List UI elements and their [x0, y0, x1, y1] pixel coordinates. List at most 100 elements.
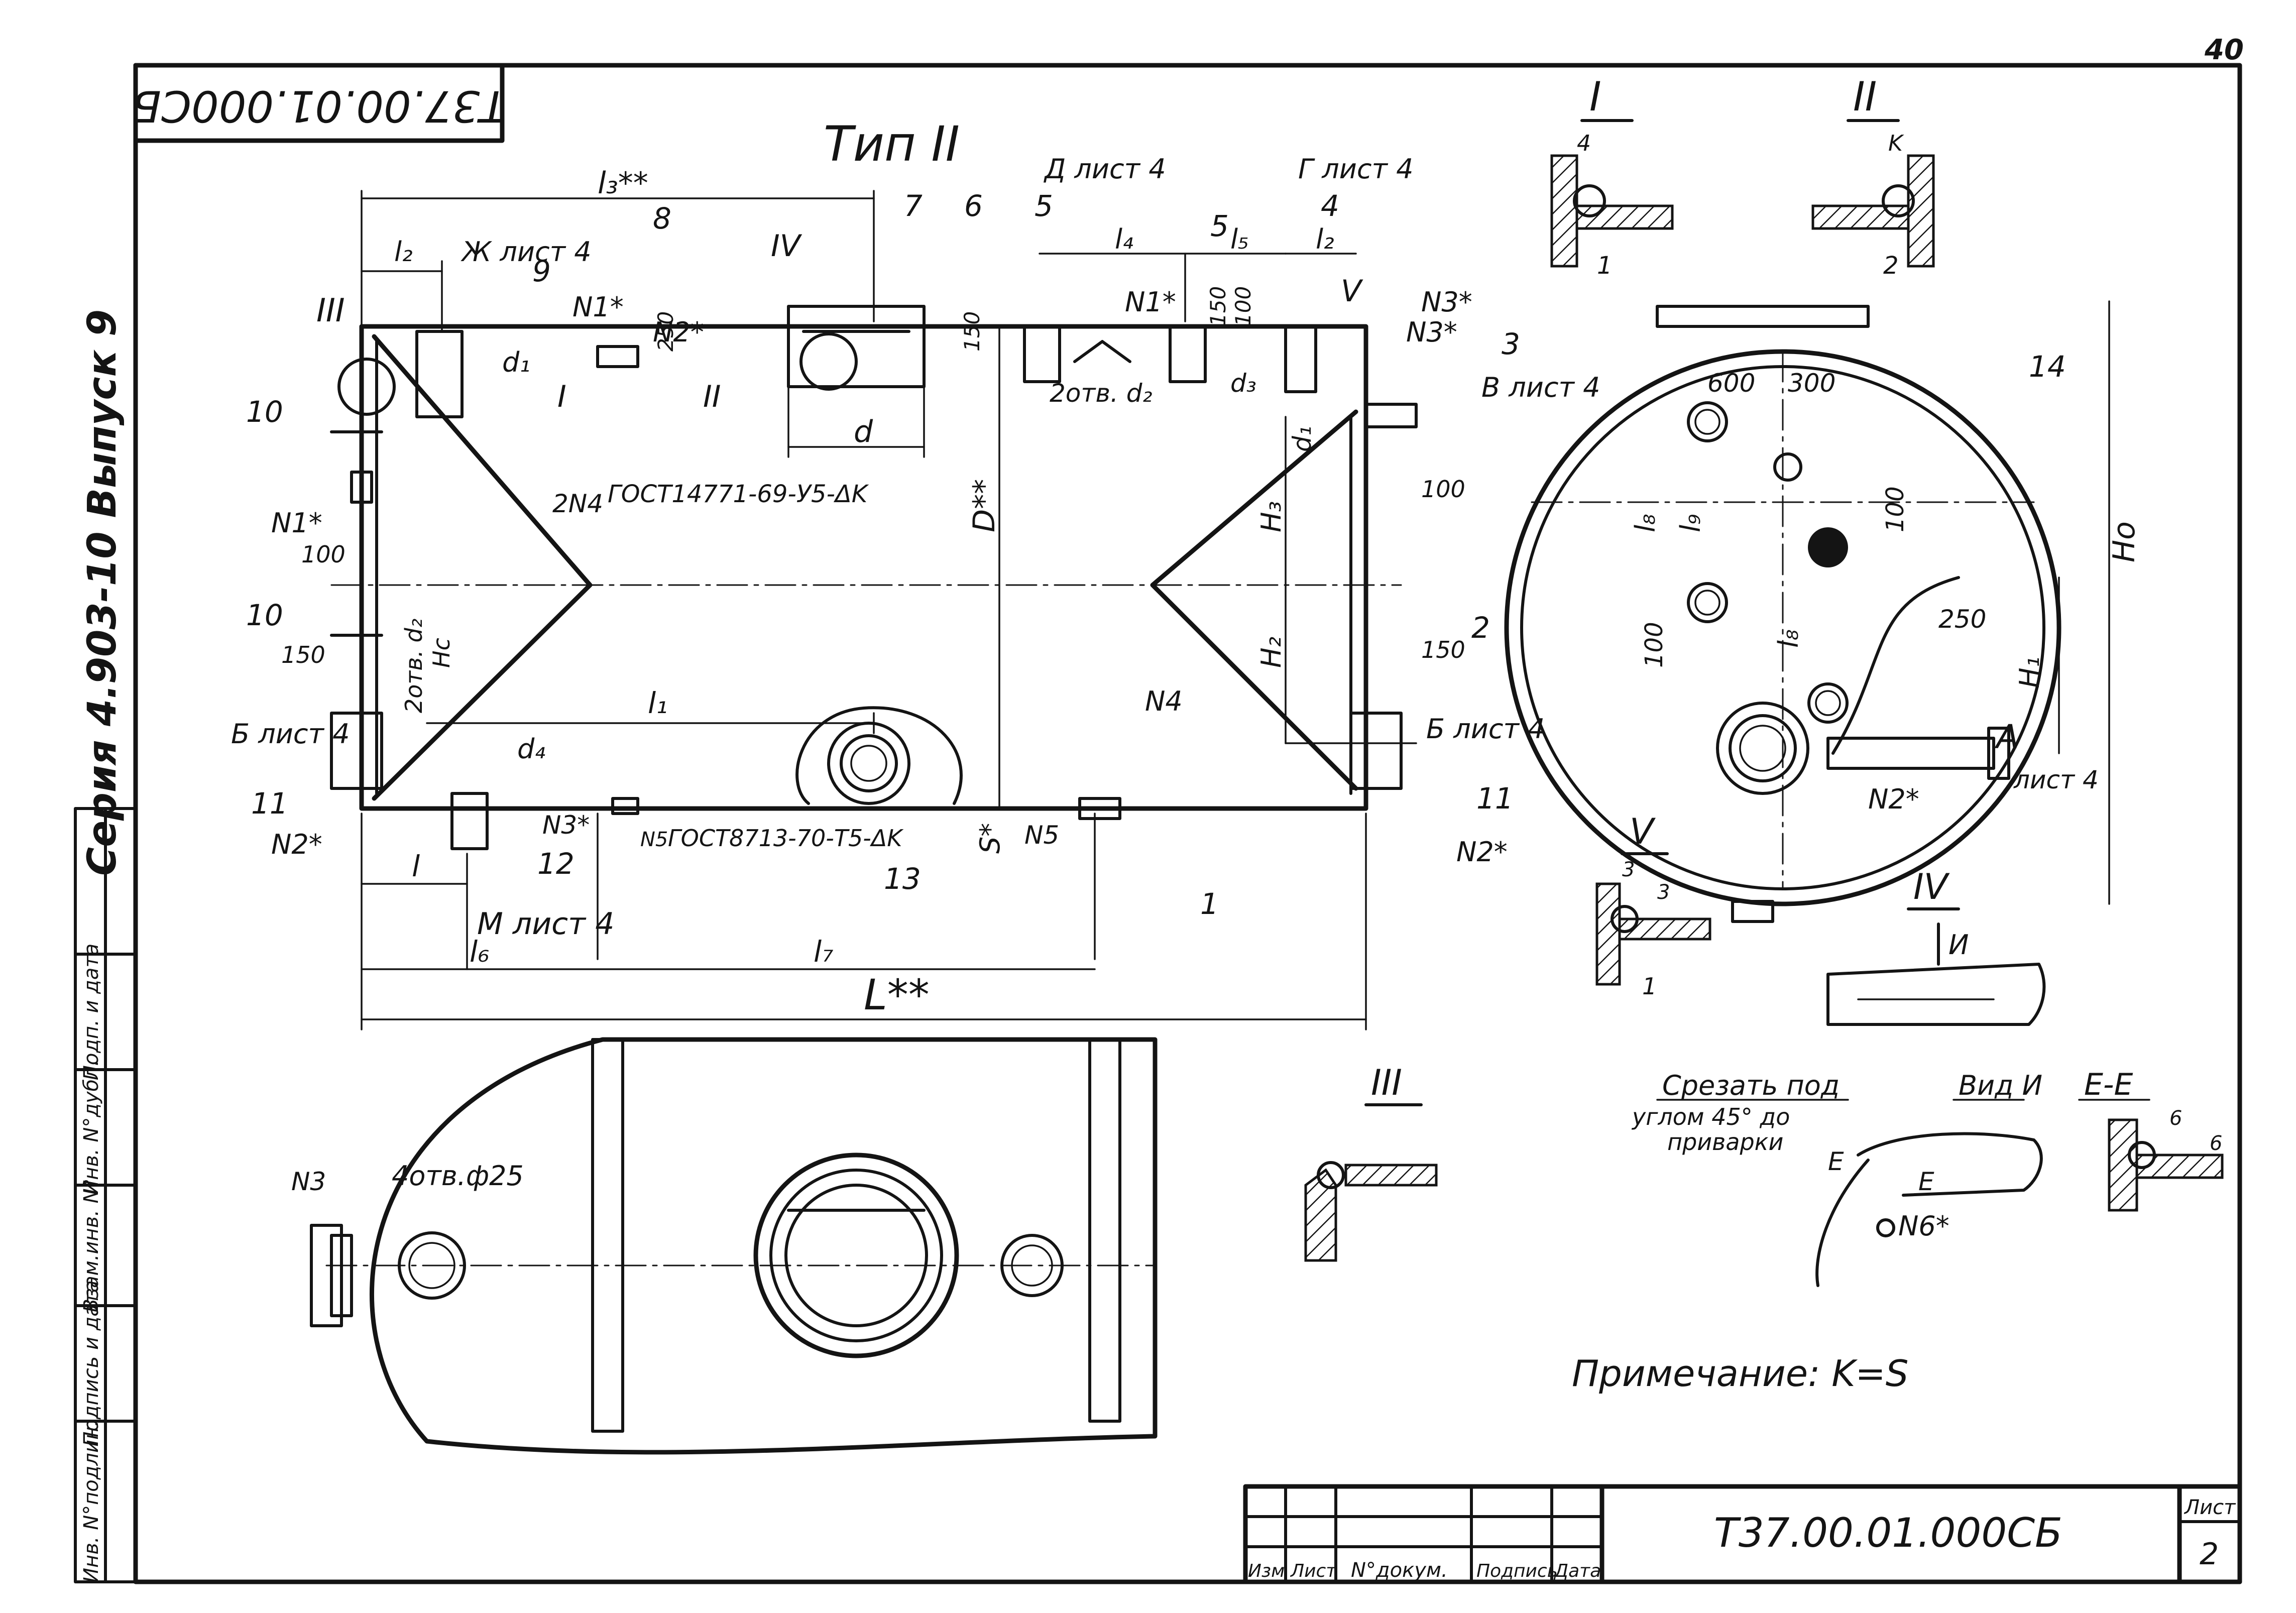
detail-IV-title: IV [1913, 866, 1950, 907]
pos-12: 12 [537, 847, 575, 881]
dim-l5: l₅ [1230, 223, 1249, 255]
strip-inv-podl: Инв. N°подлин. [80, 1420, 103, 1583]
view-m-ref: М лист 4 [477, 906, 614, 942]
weld-gost-a: ГОСТ14771-69-У5-ΔK [608, 480, 869, 508]
end-view-a-sheet: лист 4 [2013, 765, 2099, 794]
end-dim-l9: l₉ [1675, 514, 1706, 532]
weld-n2-b: N2* [271, 829, 322, 860]
detail-V-dim: 3 [1622, 858, 1635, 881]
detail-V-dim2: 3 [1657, 881, 1670, 904]
cut-note-2: углом 45° до [1631, 1103, 1790, 1130]
detail-II-title: II [1853, 73, 1877, 120]
dim-l3: l₃** [598, 166, 648, 201]
sheet-corner-mark: 40 [2204, 34, 2244, 66]
view-g-ref: Г лист 4 [1298, 153, 1414, 185]
pos-1: 1 [1200, 887, 1219, 921]
dimension-lines-bottom [361, 712, 1367, 1030]
detail-II: II K 2 [1811, 73, 1935, 280]
series-label: Серия 4.903-10 Выпуск 9 [80, 309, 125, 876]
dim-l2-right: l₂ [1316, 223, 1334, 255]
title-block: Изм Лист N°докум. Подпись Дата Т37.00.01… [1243, 1484, 2242, 1584]
dim-H2: H₂ [1255, 637, 1287, 668]
dim-d1: d₁ [502, 347, 530, 378]
weld-labels: N1* N1* N1* N2* N2* N2* N2* N3* N3* N3* … [271, 286, 1919, 1196]
dim-l6: l₆ [470, 935, 489, 969]
weld-n3-a: N3* [1421, 286, 1472, 318]
pos-13: 13 [884, 862, 921, 896]
section-EE-title: Е-Е [2084, 1067, 2133, 1102]
dim-100-b: 100 [301, 541, 346, 568]
dim-Hc: Hc [428, 638, 455, 668]
view-b-ref-left: Б лист 4 [231, 718, 350, 750]
weld-n6: N6* [1898, 1210, 1949, 1242]
weld-n4-b: N4 [1145, 685, 1183, 717]
dim-d1-right: d₁ [1288, 426, 1317, 452]
pos-10-a: 10 [246, 395, 283, 429]
cut-note-1: Срезать под [1662, 1070, 1840, 1101]
dim-d: d [854, 414, 873, 449]
weld-n1-b: N1* [1125, 286, 1176, 318]
pos-6: 6 [964, 189, 983, 223]
dim-d4: d₄ [517, 733, 545, 765]
end-dim-100: 100 [1881, 486, 1909, 532]
weld-n5-b: N5 [640, 828, 668, 851]
dim-250: 250 [653, 311, 678, 352]
detail-mark-V: V [1341, 274, 1363, 309]
detail-mark-I: I [557, 379, 566, 414]
end-dim-300: 300 [1788, 369, 1835, 398]
dim-L: L** [864, 970, 930, 1019]
pos-11-a: 11 [251, 786, 288, 821]
tb-col-date: Дата [1553, 1561, 1601, 1581]
dim-d3: d₃ [1230, 369, 1256, 398]
detail-V-title: V [1630, 811, 1656, 852]
end-dim-l8: l₈ [1630, 514, 1661, 532]
cut-note-3: приварки [1667, 1128, 1783, 1156]
weld-n3-c: N3* [542, 811, 590, 840]
detail-IV-arrow: И [1948, 929, 1969, 961]
detail-II-dim: K [1888, 131, 1904, 156]
weld-n2-d: N2* [1868, 783, 1919, 815]
dim-150-c: 150 [281, 641, 325, 668]
weld-n3-b: N3* [1406, 316, 1457, 348]
end-dim-H1: H₁ [2014, 657, 2045, 688]
pos-5-b: 5 [1210, 209, 1229, 243]
detail-V: V 3 3 1 [1595, 811, 1711, 1000]
note-text: Примечание: K=S [1572, 1352, 1908, 1395]
end-dim-Ho: Ho [2107, 521, 2142, 562]
detail-III: III [1304, 1062, 1438, 1262]
end-dim-100-b: 100 [1640, 622, 1668, 668]
vessel-main-view [330, 305, 1418, 850]
detail-mark-III: III [316, 292, 345, 329]
pos-5: 5 [1035, 189, 1053, 223]
pos-10-b: 10 [246, 598, 283, 632]
dim-150-d: 150 [1421, 636, 1465, 663]
detail-V-pos: 1 [1642, 973, 1657, 1000]
detail-II-pos: 2 [1883, 252, 1899, 280]
top-stamp: Т37.00.01.000СБ [132, 63, 506, 143]
dim-l1: l₁ [648, 686, 667, 720]
detail-mark-II: II [703, 379, 721, 414]
vessel-end-view: 600 300 100 100 250 Ho H₁ l₈ l₉ l₈ А лис… [1504, 300, 2142, 923]
section-EE-dim: 6 [2169, 1107, 2182, 1130]
dim-l7: l₇ [814, 935, 833, 969]
dim-l2-left: l₂ [394, 236, 413, 268]
pos-8: 8 [653, 201, 671, 236]
weld-n4-a: 2N4 [552, 489, 603, 518]
tb-col-doc: N°докум. [1351, 1559, 1448, 1582]
tb-designation: Т37.00.01.000СБ [1714, 1510, 2062, 1556]
pos-2: 2 [1471, 611, 1490, 645]
detail-mark-IV: IV [771, 228, 802, 264]
tb-col-sign: Подпись [1476, 1561, 1558, 1581]
detail-III-title: III [1371, 1062, 1402, 1103]
strip-sign-date-1: Подпись и дата [80, 1280, 103, 1446]
dim-l4: l₄ [1115, 223, 1133, 255]
tb-sheet-label: Лист [2184, 1496, 2236, 1519]
detail-I-title: I [1589, 73, 1601, 120]
view-d-ref: Д лист 4 [1044, 153, 1166, 185]
stamp-designation-inverted: Т37.00.01.000СБ [132, 81, 506, 131]
weld-n2-c: N2* [1456, 836, 1508, 868]
dim-l: l [412, 849, 420, 883]
end-view-a: А [1994, 718, 2019, 756]
vid-I-E1: Е [1828, 1147, 1844, 1176]
